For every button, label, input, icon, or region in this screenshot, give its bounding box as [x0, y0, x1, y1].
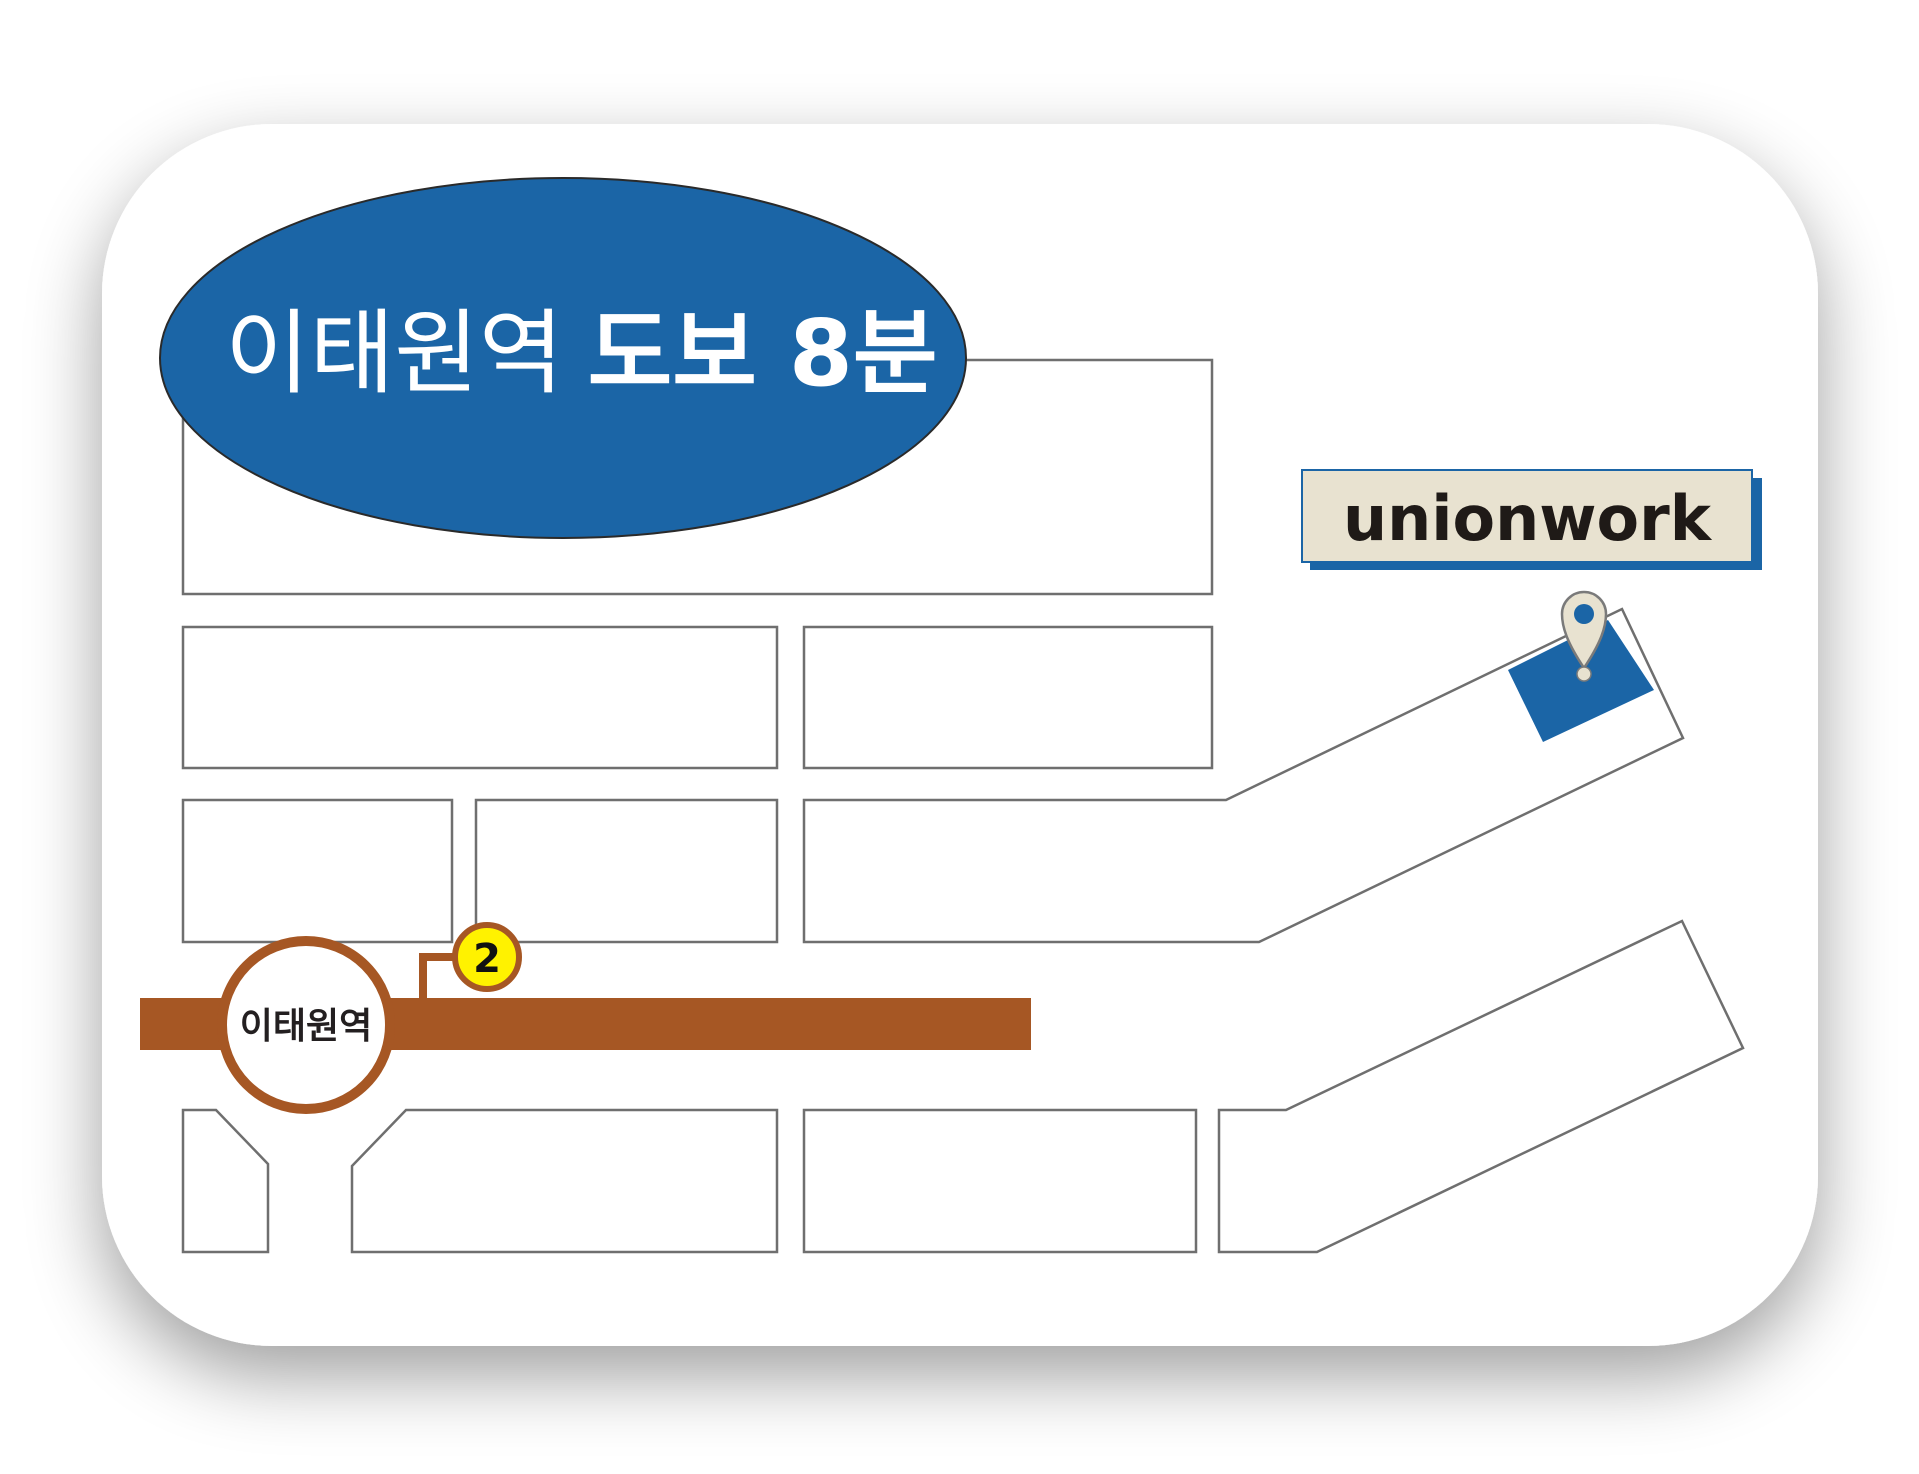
station-marker: 이태원역 [217, 936, 395, 1114]
headline-station: 이태원역 [225, 300, 564, 407]
map-pin-icon [1560, 590, 1608, 682]
exit-number: 2 [473, 936, 501, 982]
block-row4-c [802, 1108, 1198, 1254]
block-row4-b [350, 1108, 779, 1254]
station-circle [217, 936, 395, 1114]
destination-label-text: unionwork [1343, 482, 1713, 555]
block-row3-b [474, 798, 779, 944]
destination-label: unionwork [1301, 469, 1762, 570]
destination-label-box [1301, 469, 1753, 563]
block-row2-left [181, 625, 779, 770]
headline-ellipse [159, 177, 967, 539]
headline-badge: 이태원역 도보 8분 [159, 177, 967, 539]
exit-2-badge: 2 [452, 922, 522, 992]
block-row3-diagonal [802, 607, 1685, 944]
block-row4-a [181, 1108, 270, 1254]
exit-badge-circle [452, 922, 522, 992]
station-label: 이태원역 [240, 1006, 372, 1047]
block-row2-right [802, 625, 1214, 770]
headline-walk-time: 도보 8분 [588, 300, 938, 407]
block-row4-diagonal [1217, 919, 1745, 1254]
headline-text: 이태원역 도보 8분 [225, 300, 938, 407]
block-row3-a [181, 798, 454, 944]
